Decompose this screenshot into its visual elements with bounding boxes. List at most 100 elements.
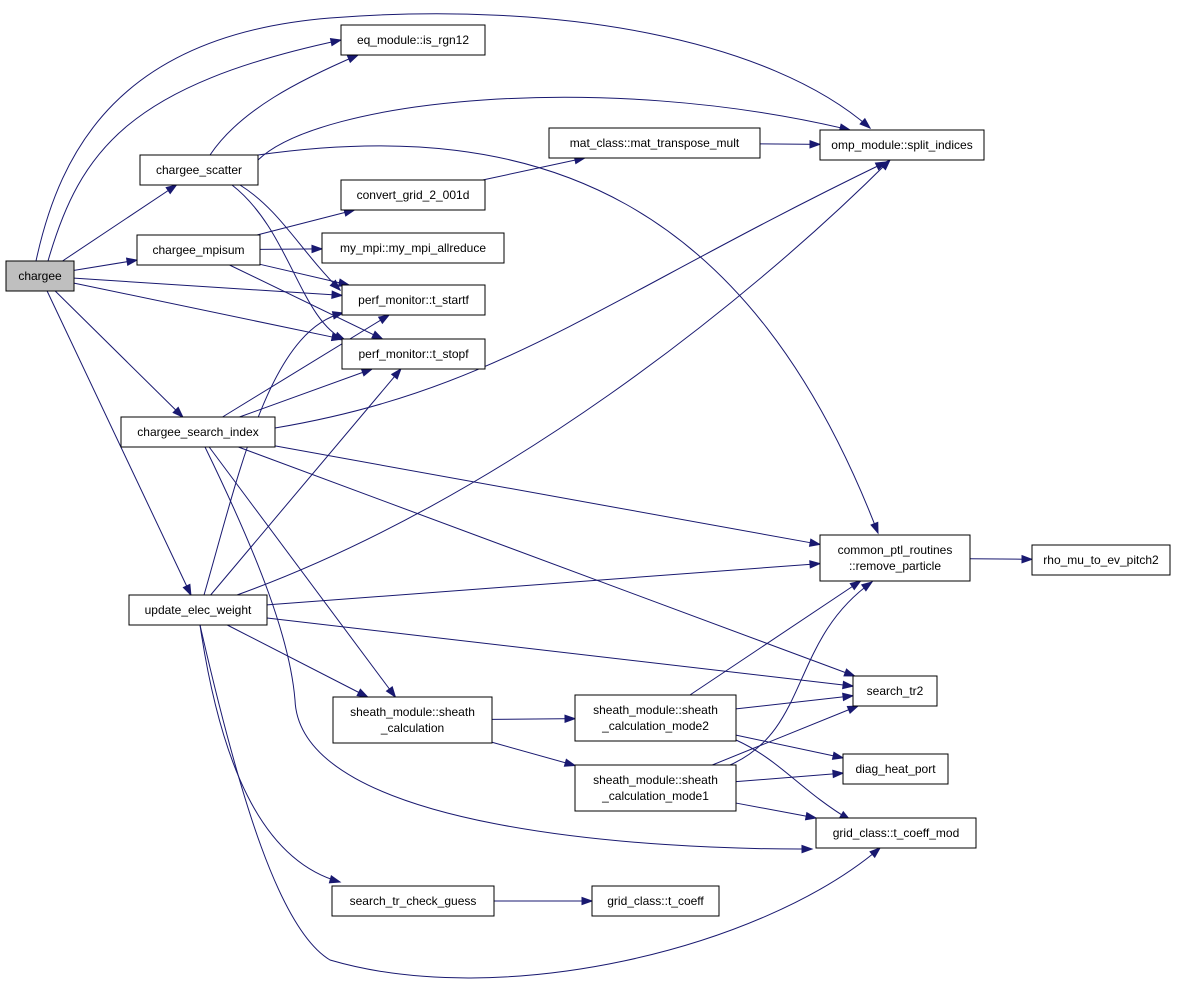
node-chargee_mpisum[interactable]: chargee_mpisum [136, 234, 261, 266]
node-box[interactable] [321, 232, 505, 264]
node-sheath_calc[interactable]: sheath_module::sheath_calculation [332, 696, 493, 744]
node-box[interactable] [136, 234, 261, 266]
node-box[interactable] [1031, 544, 1171, 576]
node-box[interactable] [341, 284, 486, 316]
edge-arrowhead [360, 368, 374, 377]
node-label: _calculation_mode1 [601, 789, 709, 803]
edge-line [256, 209, 355, 236]
node-chargee[interactable]: chargee [5, 260, 75, 292]
node-label: my_mpi::my_mpi_allreduce [340, 241, 486, 255]
node-is_rgn12[interactable]: eq_module::is_rgn12 [340, 24, 486, 56]
edge-line [229, 264, 383, 340]
node-remove_particle[interactable]: common_ptl_routines::remove_particle [819, 534, 971, 582]
node-label: perf_monitor::t_stopf [358, 347, 469, 361]
node-box[interactable] [331, 885, 495, 917]
node-box[interactable] [340, 24, 486, 56]
node-box[interactable] [548, 127, 761, 159]
edge-arrowhead [311, 244, 324, 254]
node-search_tr2[interactable]: search_tr2 [852, 675, 938, 707]
node-box[interactable] [340, 179, 486, 211]
edge-arrowhead [846, 705, 860, 714]
edge-arrowhead [801, 844, 814, 854]
edge-arrowhead [809, 139, 822, 149]
node-box[interactable] [120, 416, 276, 448]
edge-chargee_scatter-to-remove_particle [257, 145, 879, 535]
node-sheath_mode1[interactable]: sheath_module::sheath_calculation_mode1 [574, 764, 737, 812]
edge-line [199, 624, 881, 979]
edge-line [238, 446, 855, 677]
edge-line [491, 718, 576, 720]
edge-line [735, 802, 817, 819]
node-box[interactable] [815, 817, 977, 849]
edge-arrowhead [869, 847, 882, 859]
edge-line [274, 161, 887, 429]
edge-update_elec_weight-to-t_stopf [210, 367, 402, 596]
node-box[interactable] [819, 534, 971, 582]
edge-line [266, 563, 821, 606]
edge-arrowhead [809, 560, 822, 569]
edge-line [222, 314, 390, 418]
node-t_coeff[interactable]: grid_class::t_coeff [591, 885, 720, 917]
edge-line [227, 624, 368, 698]
edge-line [46, 290, 192, 596]
edge-arrowhead [331, 311, 345, 320]
node-label: chargee_mpisum [152, 243, 244, 257]
edge-line [204, 446, 813, 850]
edge-arrowhead [832, 769, 845, 779]
node-chargee_search_index[interactable]: chargee_search_index [120, 416, 276, 448]
node-label: search_tr_check_guess [350, 894, 477, 908]
edge-update_elec_weight-to-sheath_calc [227, 624, 369, 698]
edge-line [735, 695, 854, 710]
node-box[interactable] [128, 594, 268, 626]
node-update_elec_weight[interactable]: update_elec_weight [128, 594, 268, 626]
node-box[interactable] [852, 675, 938, 707]
edge-arrowhead [356, 688, 369, 698]
edge-line [47, 39, 342, 262]
node-box[interactable] [591, 885, 720, 917]
edge-arrowhead [831, 751, 845, 760]
node-t_stopf[interactable]: perf_monitor::t_stopf [341, 338, 486, 370]
node-mat_transpose_mult[interactable]: mat_class::mat_transpose_mult [548, 127, 761, 159]
node-diag_heat_port[interactable]: diag_heat_port [842, 753, 949, 785]
node-box[interactable] [574, 694, 737, 742]
edge-sheath_mode1-to-remove_particle [729, 581, 874, 766]
edge-sheath_mode2-to-diag_heat_port [735, 734, 845, 760]
edge-update_elec_weight-to-t_startf [203, 311, 345, 596]
edge-line [199, 624, 341, 883]
node-label: chargee [18, 269, 62, 283]
edge-chargee_search_index-to-t_stopf [239, 368, 374, 418]
node-t_startf[interactable]: perf_monitor::t_startf [341, 284, 486, 316]
node-search_tr_check_guess[interactable]: search_tr_check_guess [331, 885, 495, 917]
node-box[interactable] [332, 696, 493, 744]
edge-chargee_mpisum-to-t_stopf [229, 264, 384, 340]
node-my_mpi_allreduce[interactable]: my_mpi::my_mpi_allreduce [321, 232, 505, 264]
node-sheath_mode2[interactable]: sheath_module::sheath_calculation_mode2 [574, 694, 737, 742]
edge-chargee_mpisum-to-my_mpi_allreduce [259, 244, 324, 254]
node-rho_mu[interactable]: rho_mu_to_ev_pitch2 [1031, 544, 1171, 576]
node-t_coeff_mod[interactable]: grid_class::t_coeff_mod [815, 817, 977, 849]
node-split_indices[interactable]: omp_module::split_indices [819, 129, 985, 161]
edge-line [735, 772, 844, 783]
edge-line [236, 159, 891, 596]
edge-arrowhead [1021, 554, 1034, 564]
edge-line [482, 157, 585, 181]
node-box[interactable] [574, 764, 737, 812]
node-box[interactable] [819, 129, 985, 161]
node-label: search_tr2 [867, 684, 924, 698]
node-box[interactable] [5, 260, 75, 292]
edge-chargee_search_index-to-t_startf [222, 314, 391, 418]
node-chargee_scatter[interactable]: chargee_scatter [139, 154, 259, 186]
edge-arrowhead [842, 680, 855, 690]
node-box[interactable] [139, 154, 259, 186]
node-box[interactable] [341, 338, 486, 370]
node-convert_grid[interactable]: convert_grid_2_001d [340, 179, 486, 211]
node-box[interactable] [842, 753, 949, 785]
edge-arrowhead [371, 330, 384, 340]
edge-arrowhead [581, 896, 594, 906]
edge-line [491, 741, 576, 766]
edge-arrowhead [385, 686, 397, 699]
edge-chargee_search_index-to-sheath_calc [208, 446, 397, 699]
edge-arrowhead [329, 37, 343, 47]
node-label: mat_class::mat_transpose_mult [570, 136, 740, 150]
edge-chargee_search_index-to-t_coeff_mod [204, 446, 814, 854]
